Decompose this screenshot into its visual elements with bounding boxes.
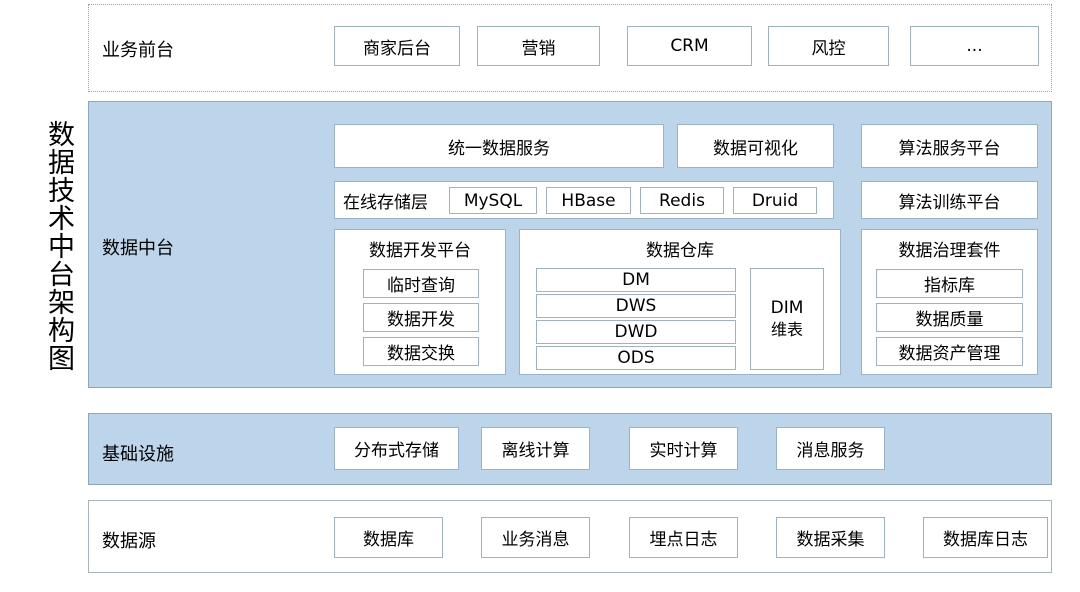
dim-code: DIM: [770, 298, 804, 319]
front-item-marketing[interactable]: 营销: [477, 26, 600, 66]
storage-item-redis[interactable]: Redis: [640, 187, 724, 214]
infra-item-message-service[interactable]: 消息服务: [776, 427, 885, 470]
band-label-infrastructure: 基础设施: [102, 444, 174, 465]
band-label-data-source: 数据源: [102, 531, 156, 552]
storage-item-hbase[interactable]: HBase: [546, 187, 631, 214]
storage-item-druid[interactable]: Druid: [733, 187, 817, 214]
algo-service-platform-box[interactable]: 算法服务平台: [861, 124, 1038, 168]
warehouse-layer-dwd[interactable]: DWD: [536, 320, 736, 344]
source-item-tracking-log[interactable]: 埋点日志: [629, 517, 738, 558]
dev-item-data-development[interactable]: 数据开发: [363, 303, 479, 332]
front-item-more[interactable]: ...: [910, 26, 1039, 66]
warehouse-dim-table[interactable]: DIM 维表: [750, 268, 824, 370]
warehouse-layer-dm[interactable]: DM: [536, 268, 736, 292]
front-item-merchant-backend[interactable]: 商家后台: [334, 26, 460, 66]
governance-item-data-quality[interactable]: 数据质量: [876, 303, 1023, 332]
band-data-source: [88, 500, 1052, 573]
governance-item-metric-store[interactable]: 指标库: [876, 269, 1023, 298]
infra-item-offline-computing[interactable]: 离线计算: [481, 427, 590, 470]
dim-name: 维表: [770, 319, 803, 339]
band-label-data-middle-platform: 数据中台: [102, 238, 174, 259]
source-item-database[interactable]: 数据库: [334, 517, 443, 558]
data-governance-suite-title: 数据治理套件: [898, 241, 1001, 261]
front-item-risk-control[interactable]: 风控: [768, 26, 889, 66]
data-dev-platform-title: 数据开发平台: [369, 241, 471, 261]
dev-item-ad-hoc-query[interactable]: 临时查询: [363, 269, 479, 298]
infra-item-realtime-computing[interactable]: 实时计算: [629, 427, 738, 470]
storage-item-mysql[interactable]: MySQL: [449, 187, 537, 214]
algo-training-platform-box[interactable]: 算法训练平台: [861, 181, 1038, 219]
unified-data-service-box[interactable]: 统一数据服务: [334, 124, 664, 168]
online-storage-layer-label: 在线存储层: [343, 192, 428, 213]
infra-item-distributed-storage[interactable]: 分布式存储: [334, 427, 459, 470]
diagram-title: 数据技术中台架构图: [43, 120, 74, 372]
dev-item-data-exchange[interactable]: 数据交换: [363, 337, 479, 366]
warehouse-layer-ods[interactable]: ODS: [536, 346, 736, 370]
governance-item-data-asset-management[interactable]: 数据资产管理: [876, 337, 1023, 366]
warehouse-layer-dws[interactable]: DWS: [536, 294, 736, 318]
data-visualization-box[interactable]: 数据可视化: [677, 124, 834, 168]
band-infrastructure: [88, 413, 1052, 485]
source-item-database-log[interactable]: 数据库日志: [923, 517, 1048, 558]
source-item-business-message[interactable]: 业务消息: [481, 517, 590, 558]
data-warehouse-title: 数据仓库: [646, 241, 714, 261]
band-label-business-front: 业务前台: [102, 40, 174, 61]
source-item-data-collection[interactable]: 数据采集: [776, 517, 885, 558]
front-item-crm[interactable]: CRM: [627, 26, 752, 66]
